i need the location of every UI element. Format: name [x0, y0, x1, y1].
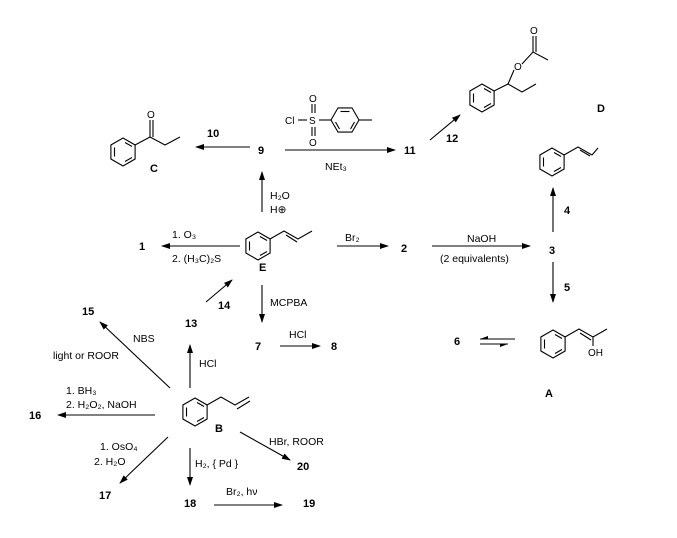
sulfur-atom: S — [309, 116, 316, 127]
compound-16-label: 16 — [29, 410, 41, 422]
compound-labels: 10 9 11 12 C D 4 3 5 1 2 E 15 14 13 7 8 … — [29, 103, 605, 510]
compound-d-label: D — [597, 103, 605, 115]
compound-2-label: 2 — [401, 243, 407, 255]
compound-1-label: 1 — [139, 241, 145, 253]
oxygen-atom: O — [309, 138, 317, 149]
arrow-b-to-17 — [119, 436, 169, 484]
compound-10-label: 10 — [207, 128, 219, 140]
reagent-oso4: 1. OsO₄ — [100, 441, 138, 453]
oxygen-atom: O — [147, 110, 155, 121]
oxygen-atom: O — [530, 26, 538, 37]
reagent-naoh-equivalents: (2 equivalents) — [440, 253, 509, 265]
reaction-arrows — [57, 114, 556, 508]
reagent-mcpba: MCPBA — [270, 297, 307, 309]
oxygen-atom: O — [309, 94, 317, 105]
compound-14-label: 14 — [218, 300, 231, 312]
structure-b — [182, 396, 251, 427]
reagent-naoh: NaOH — [467, 233, 496, 245]
compound-8-label: 8 — [331, 341, 337, 353]
oxygen-atom: O — [514, 62, 522, 73]
reagent-hcl-7: HCl — [289, 329, 307, 341]
reagent-bh3: 1. BH₃ — [66, 385, 97, 397]
reagent-h-plus: H⊕ — [270, 204, 287, 216]
chlorine-atom: Cl — [285, 116, 294, 127]
compound-18-label: 18 — [184, 498, 196, 510]
arrow-b-to-20 — [239, 431, 291, 461]
reagent-br2-light: Br₂, hν — [226, 486, 258, 498]
reagent-ozone: 1. O₃ — [172, 229, 196, 241]
compound-20-label: 20 — [297, 461, 309, 473]
reagent-hbr-roor: HBr, ROOR — [269, 436, 324, 448]
reagent-br2: Br₂ — [345, 232, 360, 244]
compound-12-label: 12 — [446, 133, 458, 145]
structure-cis-propenylbenzene — [539, 146, 599, 177]
compound-6-label: 6 — [454, 336, 460, 348]
compound-c-label: C — [150, 163, 158, 175]
reagent-net3: NEt₃ — [325, 161, 347, 173]
compound-a-label: A — [545, 388, 553, 400]
compound-11-label: 11 — [404, 145, 416, 157]
reagent-water: 2. H₂O — [94, 456, 126, 468]
structure-e — [245, 230, 313, 261]
reagent-hcl-b: HCl — [199, 358, 217, 370]
compound-9-label: 9 — [258, 145, 264, 157]
structure-c: O — [110, 110, 181, 167]
equilibrium-arrow-6-a — [480, 336, 515, 347]
reagent-nbs-condition: light or ROOR — [53, 350, 119, 362]
compound-5-label: 5 — [564, 282, 570, 294]
compound-19-label: 19 — [303, 498, 315, 510]
reagent-h2o2-naoh: 2. H₂O₂, NaOH — [66, 399, 137, 411]
compound-3-label: 3 — [549, 245, 555, 257]
hydroxyl-group: OH — [588, 348, 603, 359]
compound-17-label: 17 — [99, 490, 111, 502]
structure-a: OH — [540, 328, 608, 359]
reagent-labels: NEt₃ H₂O H⊕ 1. O₃ 2. (H₃C)₂S Br₂ NaOH (2… — [53, 161, 509, 498]
reagent-h2-pd: H₂, { Pd } — [195, 458, 239, 470]
compound-7-label: 7 — [255, 341, 261, 353]
compound-15-label: 15 — [82, 306, 94, 318]
structure-d: O O — [469, 26, 549, 113]
compound-13-label: 13 — [185, 318, 197, 330]
reagent-dimethyl-sulfide: 2. (H₃C)₂S — [172, 253, 221, 265]
compound-e-label: E — [259, 262, 266, 274]
tosyl-chloride-structure: Cl S O O — [285, 94, 372, 149]
reagent-nbs: NBS — [133, 333, 155, 345]
arrow-b-to-15 — [99, 321, 171, 389]
compound-b-label: B — [215, 423, 223, 435]
arrow-13-to-e — [205, 279, 233, 303]
arrow-11-to-d — [429, 114, 461, 141]
reagent-h2o: H₂O — [270, 190, 290, 202]
compound-4-label: 4 — [564, 205, 571, 217]
